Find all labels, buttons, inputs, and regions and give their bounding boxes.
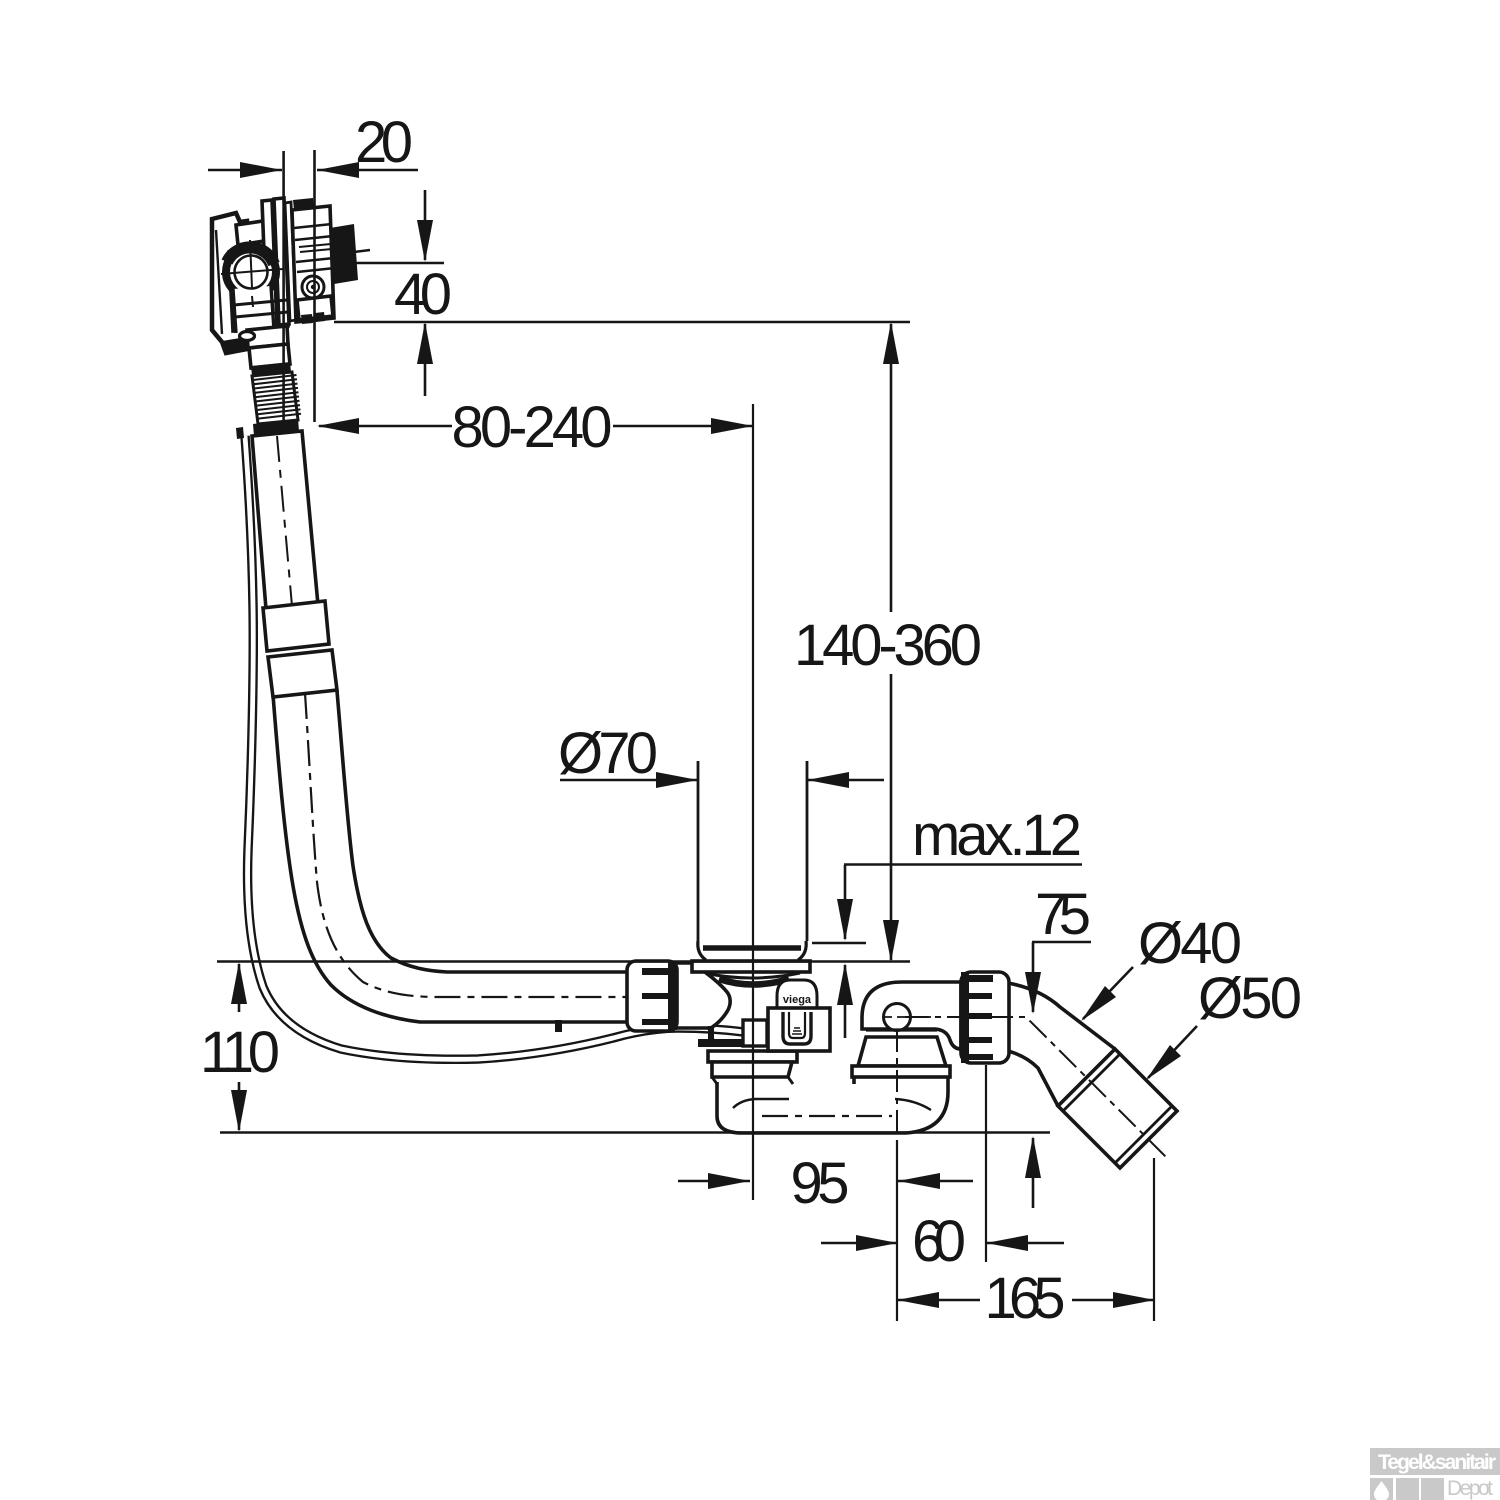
svg-text:75: 75: [1035, 882, 1091, 947]
svg-text:Ø40: Ø40: [1138, 911, 1242, 976]
svg-text:Ø70: Ø70: [558, 721, 658, 786]
svg-text:Tegel&sanitair: Tegel&sanitair: [1378, 1451, 1496, 1474]
svg-text:165: 165: [985, 1266, 1066, 1331]
svg-text:Ø50: Ø50: [1198, 966, 1302, 1031]
svg-text:60: 60: [912, 1209, 966, 1274]
svg-text:Depot: Depot: [1447, 1477, 1493, 1500]
svg-text:110: 110: [200, 1020, 280, 1085]
svg-text:20: 20: [355, 110, 413, 175]
svg-text:40: 40: [394, 262, 452, 327]
svg-text:80-240: 80-240: [452, 395, 613, 460]
svg-text:140-360: 140-360: [794, 613, 982, 678]
svg-text:viega: viega: [783, 994, 812, 1006]
svg-text:95: 95: [791, 1151, 850, 1216]
svg-text:max.12: max.12: [912, 803, 1082, 868]
